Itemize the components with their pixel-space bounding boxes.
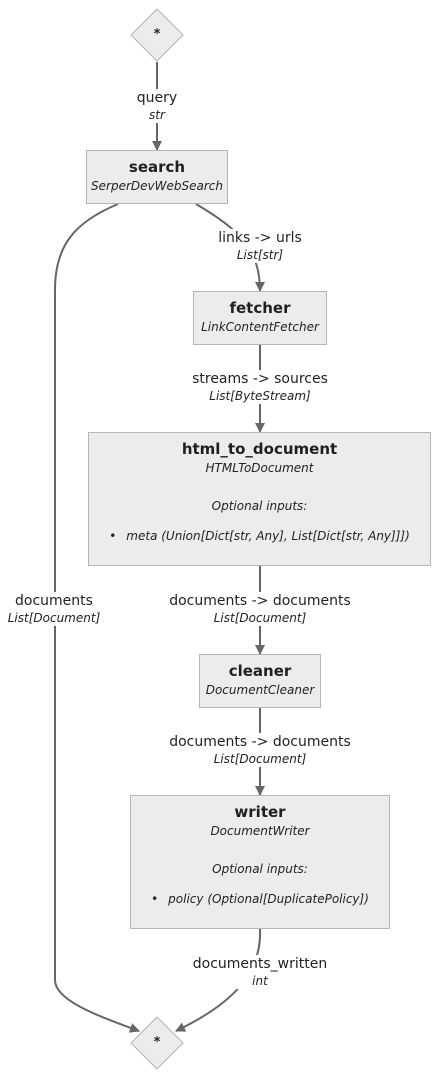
node-writer-type: DocumentWriter <box>210 824 310 838</box>
node-cleaner-name: cleaner <box>228 662 292 680</box>
end-node: * <box>130 1016 184 1070</box>
node-fetcher[interactable]: fetcher LinkContentFetcher <box>193 291 327 345</box>
node-search-type: SerperDevWebSearch <box>91 179 223 193</box>
edge-label-html-cleaner-type: List[Document] <box>213 611 307 625</box>
edge-label-start-search-name: query <box>136 90 178 106</box>
edge-label-search-end-name: documents <box>15 593 93 609</box>
node-html-to-document-optional-item: • meta (Union[Dict[str, Any], List[Dict[s… <box>89 528 430 544</box>
edge-label-writer-end: documents_written int <box>192 955 328 989</box>
start-node: * <box>130 8 184 62</box>
node-writer-optional-title: Optional inputs: <box>212 862 308 876</box>
node-fetcher-type: LinkContentFetcher <box>201 320 319 334</box>
edge-label-start-search: query str <box>136 89 178 123</box>
node-search[interactable]: search SerperDevWebSearch <box>86 150 228 204</box>
optional-input-policy: policy (Optional[DuplicatePolicy]) <box>168 892 369 906</box>
edge-label-search-end-type: List[Document] <box>7 611 101 625</box>
bullet-icon: • <box>151 892 159 906</box>
node-html-to-document-name: html_to_document <box>181 440 338 458</box>
edge-label-search-fetcher-name: links -> urls <box>218 230 302 246</box>
start-node-label: * <box>153 27 161 42</box>
node-fetcher-name: fetcher <box>229 299 291 317</box>
node-cleaner[interactable]: cleaner DocumentCleaner <box>199 654 321 708</box>
edge-label-writer-end-name: documents_written <box>192 956 328 972</box>
edge-label-writer-end-type: int <box>252 974 268 988</box>
edge-label-fetcher-html: streams -> sources List[ByteStream] <box>192 370 328 404</box>
edge-label-search-fetcher-type: List[str] <box>236 248 284 262</box>
edge-label-html-cleaner-name: documents -> documents <box>169 593 351 609</box>
bullet-icon: • <box>109 529 117 543</box>
node-html-to-document-optional-title: Optional inputs: <box>211 499 308 513</box>
edge-label-start-search-type: str <box>149 108 165 122</box>
node-search-name: search <box>128 158 186 176</box>
start-diamond-shape <box>130 8 184 62</box>
node-writer[interactable]: writer DocumentWriter Optional inputs: •… <box>130 795 390 929</box>
edge-label-fetcher-html-type: List[ByteStream] <box>209 389 311 403</box>
node-cleaner-type: DocumentCleaner <box>205 683 315 697</box>
node-html-to-document-type: HTMLToDocument <box>205 461 314 475</box>
edge-label-fetcher-html-name: streams -> sources <box>192 371 328 387</box>
edge-label-cleaner-writer: documents -> documents List[Document] <box>169 733 351 767</box>
edge-label-search-end: documents List[Document] <box>7 592 101 626</box>
edge-label-html-cleaner: documents -> documents List[Document] <box>169 592 351 626</box>
node-writer-optional-item: • policy (Optional[DuplicatePolicy]) <box>131 891 389 907</box>
end-node-label: * <box>153 1035 161 1050</box>
node-writer-name: writer <box>234 803 286 821</box>
end-diamond-shape <box>130 1016 184 1070</box>
edge-label-cleaner-writer-type: List[Document] <box>213 752 307 766</box>
optional-input-meta: meta (Union[Dict[str, Any], List[Dict[st… <box>126 529 410 543</box>
node-html-to-document[interactable]: html_to_document HTMLToDocument Optional… <box>88 432 431 566</box>
edge-label-search-fetcher: links -> urls List[str] <box>218 229 302 263</box>
edge-search-end <box>54 203 140 1033</box>
edge-label-cleaner-writer-name: documents -> documents <box>169 734 351 750</box>
